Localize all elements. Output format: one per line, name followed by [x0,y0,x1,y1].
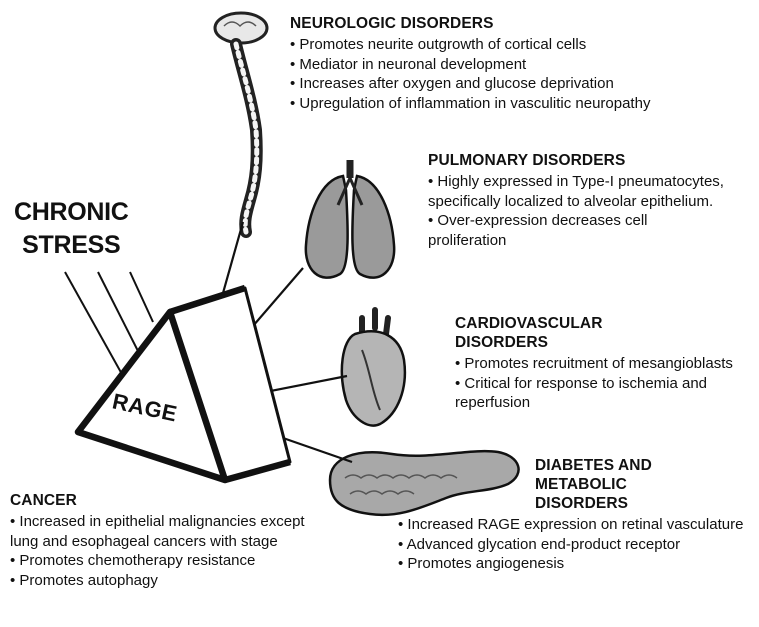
cancer-item: • Promotes chemotherapy resistance [10,551,330,571]
diabetes-item: • Advanced glycation end-product recepto… [398,535,758,555]
diabetes-section: DIABETES AND METABOLIC DISORDERS • Incre… [398,456,758,574]
pulmonary-item: • Over-expression decreases cell prolife… [428,211,728,250]
neurologic-item: • Promotes neurite outgrowth of cortical… [290,35,755,55]
neurologic-section: NEUROLOGIC DISORDERS • Promotes neurite … [290,14,755,113]
neurologic-item: • Upregulation of inflammation in vascul… [290,94,755,114]
pulmonary-heading: PULMONARY DISORDERS [428,151,728,170]
pulmonary-section: PULMONARY DISORDERS • Highly expressed i… [428,151,728,250]
heart-icon [342,310,405,426]
diabetes-item: • Promotes angiogenesis [398,554,758,574]
chronic-stress-label: CHRONIC STRESS [14,196,129,262]
lungs-icon [306,160,394,278]
cancer-item: • Increased in epithelial malignancies e… [10,512,330,551]
cardiovascular-heading: CARDIOVASCULAR DISORDERS [455,314,655,352]
pulmonary-item: • Highly expressed in Type-I pneumatocyt… [428,172,728,211]
chronic-line: CHRONIC [14,196,129,229]
neurologic-item: • Mediator in neuronal development [290,55,755,75]
cardiovascular-item: • Promotes recruitment of mesangioblasts [455,354,740,374]
diabetes-heading: DIABETES AND METABOLIC DISORDERS [535,456,685,513]
cancer-section: CANCER • Increased in epithelial maligna… [10,491,330,590]
cardiovascular-item: • Critical for response to ischemia and … [455,374,740,413]
diabetes-item: • Increased RAGE expression on retinal v… [398,515,758,535]
cardiovascular-section: CARDIOVASCULAR DISORDERS • Promotes recr… [455,314,740,413]
cancer-item: • Promotes autophagy [10,571,330,591]
neurologic-heading: NEUROLOGIC DISORDERS [290,14,755,33]
rage-pyramid [78,288,290,480]
cancer-heading: CANCER [10,491,330,510]
spinal-cord-icon [215,13,267,232]
stress-line: STRESS [14,229,129,262]
neurologic-item: • Increases after oxygen and glucose dep… [290,74,755,94]
